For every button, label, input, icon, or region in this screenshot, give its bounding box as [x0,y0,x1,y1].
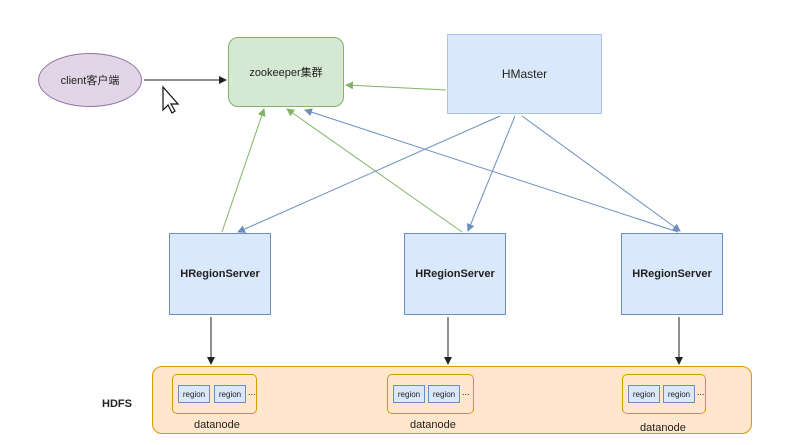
datanode-label-3: datanode [640,422,686,434]
region-2-2[interactable]: region [428,385,460,403]
region-more-1: ... [248,387,256,397]
datanode-label-2: datanode [410,419,456,431]
region-3-1[interactable]: region [628,385,660,403]
hmaster-node[interactable]: HMaster [447,34,602,114]
region-3-2[interactable]: region [663,385,695,403]
zookeeper-node[interactable]: zookeeper集群 [228,37,344,107]
regionserver-node-1[interactable]: HRegionServer [169,233,271,315]
region-1-1[interactable]: region [178,385,210,403]
arrow-hmaster-rs3 [521,115,681,232]
region-more-3: ... [697,387,705,397]
region-1-2[interactable]: region [214,385,246,403]
arrow-hmaster-rs2 [466,115,516,232]
arrow-hmaster-rs1 [237,115,501,233]
arrow-hmaster-zookeeper [345,81,447,91]
region-more-2: ... [462,387,470,397]
mouse-cursor-icon [162,85,180,114]
arrow-rs1-zookeeper [221,108,266,233]
hdfs-label: HDFS [102,398,132,410]
regionserver-node-3[interactable]: HRegionServer [621,233,723,315]
regionserver-node-2[interactable]: HRegionServer [404,233,506,315]
datanode-label-1: datanode [194,419,240,431]
arrow-rs2-zookeeper [286,108,463,233]
arrow-rs3-zookeeper [304,108,679,233]
region-2-1[interactable]: region [393,385,425,403]
client-node[interactable]: client客户端 [38,53,142,107]
